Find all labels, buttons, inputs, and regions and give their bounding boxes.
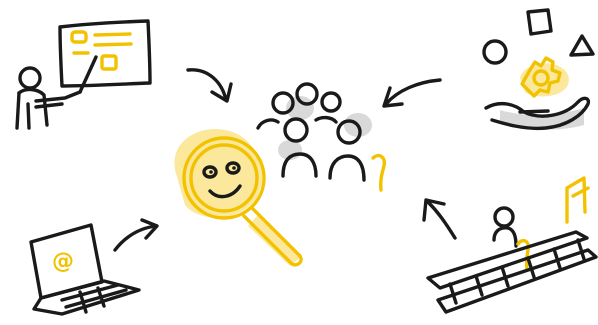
group-of-people-icon (258, 84, 384, 190)
person-on-escalator-icon (424, 178, 596, 312)
laptop-email-icon: @ (31, 225, 139, 314)
arrow-laptop-to-magnifier (115, 220, 157, 250)
hand-with-gear-and-shapes-icon (484, 10, 593, 130)
email-at-symbol: @ (52, 249, 74, 274)
presenter-at-board-icon (17, 21, 154, 128)
arrow-hand-to-group (384, 80, 440, 106)
arrow-presenter-to-magnifier (188, 70, 231, 101)
